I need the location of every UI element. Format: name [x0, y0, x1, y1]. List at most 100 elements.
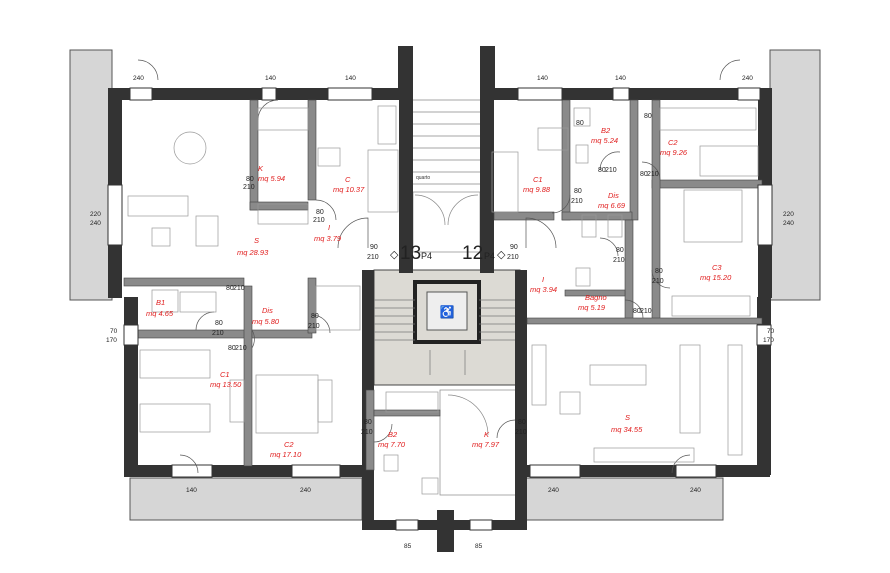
door-dim-d10-h: 210 — [243, 184, 255, 191]
door-dim-d3-h: 210 — [212, 330, 224, 337]
door-dim-d13-h: 210 — [235, 345, 247, 352]
door-dim-d8-w: 80 — [364, 419, 372, 426]
win-top-l3-w: 140 — [345, 75, 356, 82]
door-dim-d1-h: 210 — [367, 254, 379, 261]
room-left-b2-area: mq 7.70 — [378, 440, 406, 449]
room-right-b2-area: mq 5.24 — [591, 136, 618, 145]
win-mid-l-h: 170 — [106, 337, 117, 344]
balcony-bottom-left — [129, 477, 363, 521]
win-side-r-h: 240 — [783, 220, 794, 227]
window-dimensions: 240 140 140 140 140 240 220 240 220 240 … — [90, 75, 794, 550]
room-right-s-name: S — [625, 413, 630, 422]
unit-left-number: 13 — [400, 243, 421, 264]
door-dim-d15-w: 80 — [640, 171, 648, 178]
door-swings — [137, 59, 741, 474]
door-dim-d7-w: 80 — [655, 268, 663, 275]
win-bot-4-w: 85 — [475, 543, 483, 550]
door-dim-d8-h: 210 — [361, 429, 373, 436]
unit-labels: 13 P4 12 P4 ◇ ◇ quarto — [390, 175, 506, 264]
door-dimensions: 90 210 90 210 80 210 80 210 80 210 80 21… — [212, 113, 664, 436]
win-side-r-w: 220 — [783, 211, 794, 218]
door-dim-d10-w: 80 — [246, 176, 254, 183]
win-bot-1-w: 140 — [186, 487, 197, 494]
room-left-c2-name: C2 — [284, 440, 294, 449]
win-top-r3-w: 240 — [742, 75, 753, 82]
stair-core: ♿ — [373, 269, 521, 386]
arrow-left-icon: ◇ — [390, 249, 399, 261]
door-dim-d17-w: 80 — [576, 120, 584, 127]
room-left-k-name: K — [258, 164, 264, 173]
door-dim-d6-h: 210 — [613, 257, 625, 264]
room-right-c3-name: C3 — [712, 263, 722, 272]
unit-right-number: 12 — [462, 243, 483, 264]
accessibility-icon: ♿ — [440, 305, 455, 319]
door-dim-d16-w: 80 — [633, 308, 641, 315]
room-left-b1-name: B1 — [156, 298, 165, 307]
win-mid-l-w: 70 — [110, 328, 118, 335]
room-left-c1-name: C1 — [220, 370, 230, 379]
win-bot-5-w: 240 — [548, 487, 559, 494]
door-dim-d12-w: 80 — [226, 285, 234, 292]
room-right-c1-area: mq 9.88 — [523, 185, 551, 194]
unit-right-floor: P4 — [484, 251, 495, 261]
room-left-i-area: mq 3.79 — [314, 234, 342, 243]
arrow-right-icon: ◇ — [497, 249, 506, 261]
door-dim-d4-w: 80 — [311, 313, 319, 320]
win-bot-6-w: 240 — [690, 487, 701, 494]
balconies — [69, 49, 821, 521]
room-right-c2-name: C2 — [668, 138, 678, 147]
windows — [107, 87, 773, 531]
room-right-c1-name: C1 — [533, 175, 543, 184]
win-top-r1-w: 140 — [537, 75, 548, 82]
stair-steps — [374, 299, 520, 341]
door-dim-d9-w: 80 — [518, 419, 526, 426]
room-right-c3-area: mq 15.20 — [700, 273, 732, 282]
room-right-b2-name: B2 — [601, 126, 611, 135]
door-dim-d3-w: 80 — [215, 320, 223, 327]
room-labels: K mq 5.94 C mq 10.37 I mq 3.79 S mq 28.9… — [146, 126, 732, 459]
furniture — [127, 105, 759, 495]
room-right-k-area: mq 7.97 — [472, 440, 500, 449]
door-dim-d1-w: 90 — [370, 244, 378, 251]
door-dim-d2-h: 210 — [507, 254, 519, 261]
balcony-left — [69, 49, 113, 301]
room-right-i-name: I — [542, 275, 544, 284]
room-left-s-name: S — [254, 236, 259, 245]
room-left-c2-area: mq 17.10 — [270, 450, 302, 459]
room-left-s-area: mq 28.93 — [237, 248, 269, 257]
room-left-i-name: I — [328, 223, 330, 232]
win-top-l2-w: 140 — [265, 75, 276, 82]
unit-left-floor: P4 — [421, 251, 432, 261]
room-left-b2-name: B2 — [388, 430, 398, 439]
room-right-dis-area: mq 6.69 — [598, 201, 626, 210]
elevator-shaft — [413, 280, 481, 344]
room-left-k-area: mq 5.94 — [258, 174, 285, 183]
room-left-dis-name: Dis — [262, 306, 273, 315]
door-dim-d13-w: 80 — [228, 345, 236, 352]
room-left-c-area: mq 10.37 — [333, 185, 365, 194]
room-right-bagno-area: mq 5.19 — [578, 303, 606, 312]
elevator-cabin — [426, 291, 468, 331]
door-dim-d16-h: 210 — [640, 308, 652, 315]
room-right-bagno-name: Bagno — [585, 293, 607, 302]
door-dim-d4-h: 210 — [308, 323, 320, 330]
label-quarto: quarto — [416, 175, 430, 181]
door-dim-d5-w: 80 — [574, 188, 582, 195]
door-dim-d11-h: 210 — [313, 217, 325, 224]
interior-walls — [123, 99, 763, 471]
room-right-c2-area: mq 9.26 — [660, 148, 688, 157]
win-top-l1-w: 240 — [133, 75, 144, 82]
door-dim-d2-w: 90 — [510, 244, 518, 251]
room-left-c1-area: mq 13.50 — [210, 380, 242, 389]
win-top-r2-w: 140 — [615, 75, 626, 82]
win-mid-r-h: 170 — [763, 337, 774, 344]
door-dim-d14-h: 210 — [605, 167, 617, 174]
door-dim-d18-w: 80 — [644, 113, 652, 120]
room-left-c-name: C — [345, 175, 351, 184]
door-dim-d15-h: 210 — [647, 171, 659, 178]
win-bot-2-w: 240 — [300, 487, 311, 494]
door-dim-d5-h: 210 — [571, 198, 583, 205]
win-side-l-w: 220 — [90, 211, 101, 218]
room-left-b1-area: mq 4.65 — [146, 309, 174, 318]
door-dim-d12-h: 210 — [233, 285, 245, 292]
